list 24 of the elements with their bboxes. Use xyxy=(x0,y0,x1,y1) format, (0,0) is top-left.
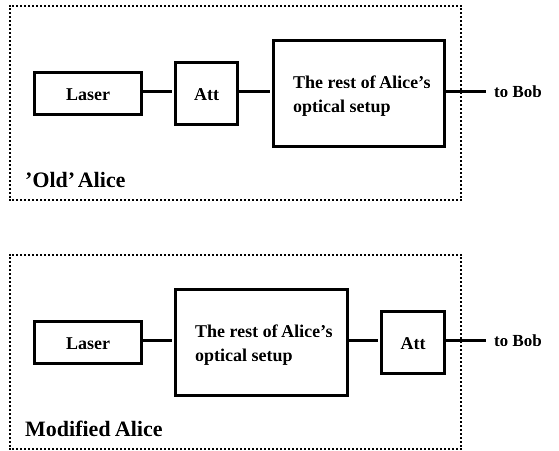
box-label: The rest of Alice’s optical setup xyxy=(195,320,334,366)
component-box xyxy=(174,288,349,397)
output-label: to Bob xyxy=(494,80,559,104)
box-label: Laser xyxy=(66,332,110,354)
group-heading: ’Old’ Alice xyxy=(25,166,126,193)
box-label: Att xyxy=(400,332,426,354)
connector-line xyxy=(444,339,486,342)
dotted-frame xyxy=(9,254,462,450)
component-box xyxy=(380,310,446,375)
connector-line xyxy=(347,339,378,342)
connector-line xyxy=(141,339,172,342)
component-box xyxy=(33,71,143,116)
dotted-frame xyxy=(9,5,462,201)
group-heading: Modified Alice xyxy=(25,414,162,442)
connector-line xyxy=(444,90,486,93)
box-label: The rest of Alice’s optical setup xyxy=(293,70,432,118)
component-box xyxy=(272,39,446,148)
box-label: Laser xyxy=(66,82,110,106)
connector-line xyxy=(237,90,270,93)
component-box xyxy=(33,320,143,365)
box-label: Att xyxy=(194,82,219,106)
output-label: to Bob xyxy=(494,329,559,353)
connector-line xyxy=(141,90,172,93)
component-box xyxy=(174,61,239,126)
